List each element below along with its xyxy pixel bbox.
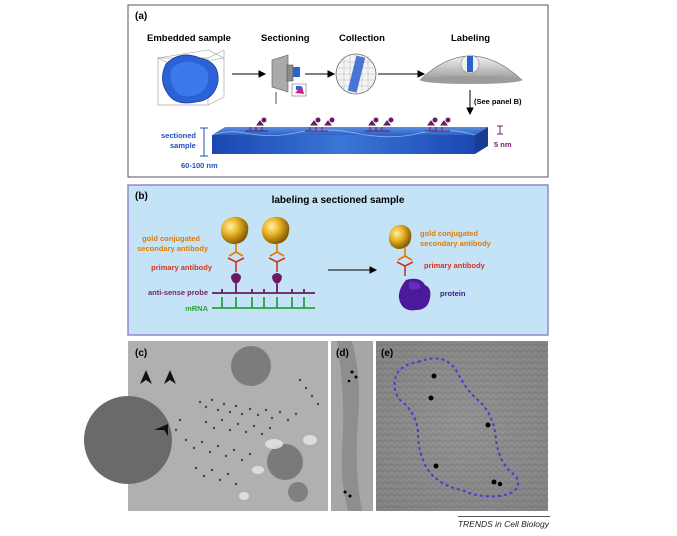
- step-sectioning-label: Sectioning: [261, 33, 310, 44]
- panel-b-frame: [127, 184, 549, 336]
- primary-label-left: primary antibody: [151, 263, 213, 272]
- panel-c-micrograph: [84, 341, 328, 511]
- gold-particles-left: [220, 216, 290, 244]
- collection-grid-icon: [335, 53, 377, 95]
- mrna-label: mRNA: [185, 304, 209, 313]
- protein-label: protein: [440, 289, 466, 298]
- probe-height-bracket: [497, 125, 503, 135]
- flow-arrows: [232, 70, 474, 116]
- panel-b-title: labeling a sectioned sample: [272, 195, 405, 206]
- panel-b-tag: (b): [135, 191, 148, 202]
- footer-rule: [458, 516, 550, 517]
- panel-b-arrow: [328, 266, 378, 274]
- anti-sense-probe-line: [212, 284, 315, 294]
- primary-antibodies-left: [227, 257, 286, 272]
- sectioned-label-line1: sectioned: [161, 131, 196, 140]
- gold-label-right-2: secondary antibody: [420, 239, 492, 248]
- panel-e-tag: (e): [381, 348, 393, 359]
- step-collection-label: Collection: [339, 33, 385, 44]
- panel-d-micrograph: [331, 341, 373, 511]
- journal-footer: TRENDS in Cell Biology: [457, 519, 549, 529]
- gold-particle-right: [388, 224, 412, 249]
- panel-c-tag: (c): [135, 348, 147, 359]
- sectioned-sample-slab: [211, 127, 488, 154]
- mrna-line: [212, 297, 315, 309]
- gold-label-left-1: gold conjugated: [142, 234, 200, 243]
- see-panel-b-note: (See panel B): [474, 97, 522, 106]
- embedded-sample-block: [157, 49, 225, 106]
- gold-label-left-2: secondary antibody: [137, 244, 209, 253]
- labeling-dome-icon: [419, 54, 523, 84]
- thickness-label: 60-100 nm: [181, 161, 218, 170]
- secondary-antibody-right: [397, 248, 413, 261]
- step-labeling-label: Labeling: [451, 33, 490, 44]
- primary-antibody-right: [396, 261, 414, 276]
- step-embedded-label: Embedded sample: [147, 33, 231, 44]
- sectioned-label-line2: sample: [170, 141, 196, 150]
- probe-tags-left: [231, 273, 282, 284]
- probe-label: anti-sense probe: [148, 288, 208, 297]
- protein-shape: [398, 278, 431, 311]
- gold-label-right-1: gold conjugated: [420, 229, 478, 238]
- secondary-antibodies-left: [228, 244, 285, 257]
- panel-d-tag: (d): [336, 348, 349, 359]
- thickness-bracket: [200, 127, 208, 157]
- panel-a-tag: (a): [135, 11, 147, 22]
- microtome-icon: [271, 54, 307, 104]
- probe-height-label: 5 nm: [494, 140, 512, 149]
- slab-probes: [245, 117, 451, 132]
- primary-label-right: primary antibody: [424, 261, 486, 270]
- panel-e-micrograph: [376, 341, 548, 511]
